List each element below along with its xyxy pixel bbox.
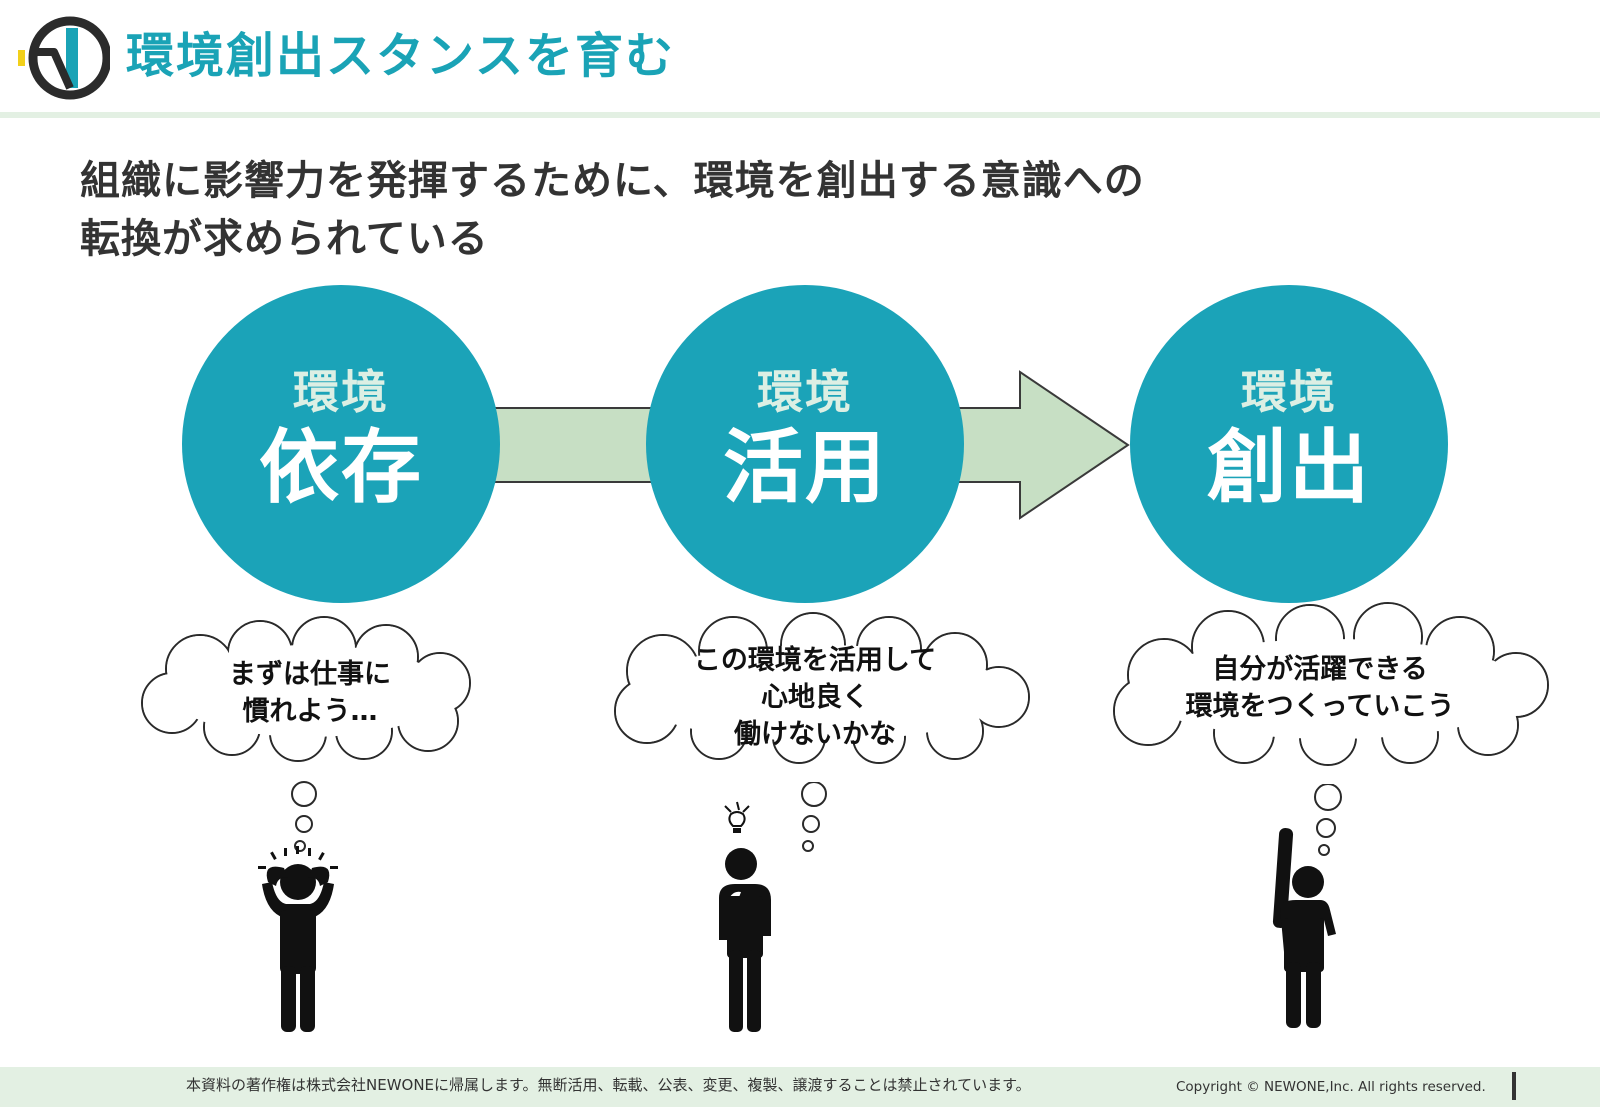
thought-cloud-1: [141, 616, 471, 762]
thought-text-2: この環境を活用して 心地良く 働けないかな: [693, 644, 937, 750]
stage-sub-label: 環境: [757, 365, 853, 419]
subtitle-line-1: 組織に影響力を発揮するために、環境を創出する意識への: [80, 158, 1145, 204]
thought-bubbles-2: [801, 782, 827, 852]
stage-main-label: 創出: [1207, 421, 1371, 514]
stressed-person-icon: [258, 846, 338, 1032]
copyright-notice: 本資料の著作権は株式会社NEWONEに帰属します。無断活用、転載、公表、変更、複…: [186, 1076, 1031, 1094]
footer-marker: [1512, 1072, 1516, 1100]
page-title: 環境創出スタンスを育む: [126, 28, 676, 84]
thinking-person-icon: [719, 801, 771, 1032]
thought-cloud-2: [614, 612, 1030, 764]
thought-text-3: 自分が活躍できる 環境をつくっていこう: [1185, 654, 1455, 722]
thought-bubbles-3: [1314, 784, 1342, 856]
stage-sub-label: 環境: [1241, 365, 1337, 419]
newone-logo-icon: [18, 16, 110, 100]
stage-circle-dependence: 環境 依存: [182, 285, 500, 603]
stage-main-label: 依存: [259, 421, 423, 514]
thought-cloud-3: [1113, 602, 1549, 766]
footer-bar: [0, 1067, 1600, 1107]
copyright-line: Copyright © NEWONE,Inc. All rights reser…: [1176, 1079, 1486, 1095]
thought-text-1: まずは仕事に 慣れよう…: [229, 659, 391, 727]
stage-sub-label: 環境: [293, 365, 389, 419]
subtitle-line-2: 転換が求められている: [80, 216, 489, 262]
stage-circle-creation: 環境 創出: [1130, 285, 1448, 603]
thought-bubbles-1: [291, 781, 317, 852]
header-divider: [0, 112, 1600, 118]
stage-main-label: 活用: [723, 421, 887, 514]
raising-hand-person-icon: [1272, 828, 1336, 1028]
slide-subtitle: 組織に影響力を発揮するために、環境を創出する意識への 転換が求められている: [80, 152, 1145, 268]
stage-circle-utilization: 環境 活用: [646, 285, 964, 603]
